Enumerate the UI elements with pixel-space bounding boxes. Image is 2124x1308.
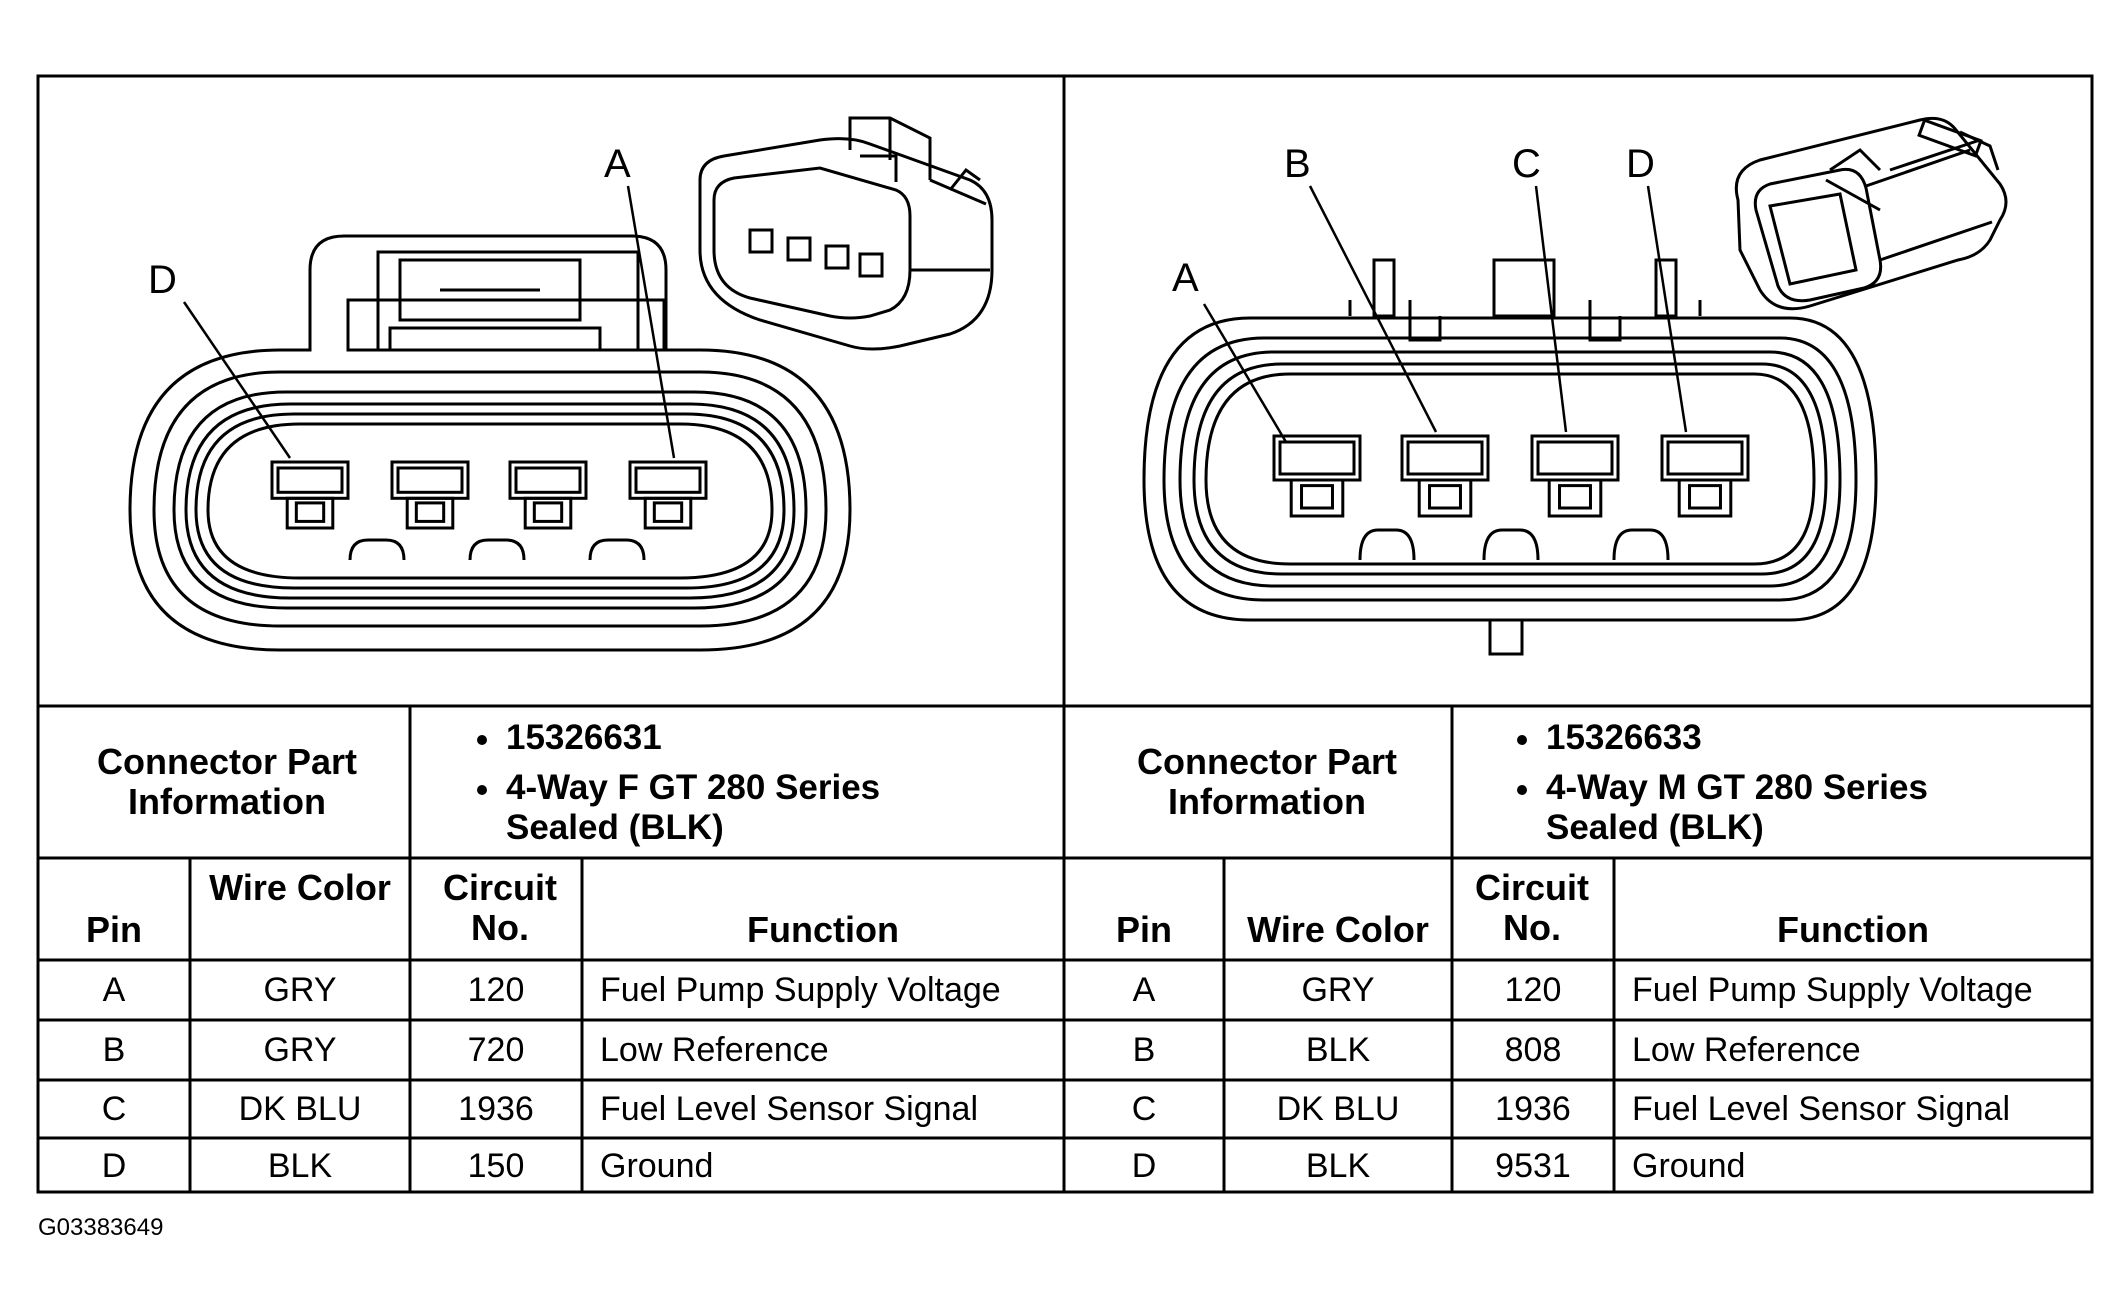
left-header-wire-color: Wire Color (209, 867, 391, 908)
left-row-wire-color: DK BLU (238, 1090, 362, 1128)
right-terminal-cavity (1272, 434, 1362, 518)
left-terminal-cavity (270, 460, 350, 530)
right-connector-drawing (1142, 116, 2008, 656)
right-pin-label-a: A (1172, 256, 1199, 300)
right-header-wire-color: Wire Color (1247, 909, 1429, 950)
right-pin-label-c: C (1512, 142, 1541, 186)
left-row-wire-color: GRY (263, 1031, 337, 1069)
right-header-function: Function (1777, 909, 1929, 950)
left-row-pin: A (102, 971, 126, 1009)
left-header-function: Function (747, 909, 899, 950)
right-row-wire-color: GRY (1301, 971, 1375, 1009)
left-row-circuit: 1936 (458, 1090, 534, 1128)
right-terminal-cavity (1400, 434, 1490, 518)
left-terminal-cavity (628, 460, 708, 530)
left-terminal-cavity (390, 460, 470, 530)
right-row-function: Fuel Pump Supply Voltage (1632, 971, 2033, 1009)
left-connector-drawing (128, 116, 994, 652)
left-row-wire-color: GRY (263, 971, 337, 1009)
right-row-wire-color: DK BLU (1276, 1090, 1400, 1128)
right-row-function: Fuel Level Sensor Signal (1632, 1090, 2011, 1128)
left-row-function: Fuel Pump Supply Voltage (600, 971, 1001, 1009)
left-part-info-label: Connector Part Information (96, 741, 358, 822)
right-row-wire-color: BLK (1305, 1031, 1371, 1069)
right-terminal-cavity (1530, 434, 1620, 518)
right-row-circuit: 9531 (1495, 1147, 1571, 1185)
left-part-description: 4-Way F GT 280 Series Sealed (BLK) (506, 768, 881, 847)
right-row-circuit: 120 (1504, 971, 1562, 1009)
right-header-pin: Pin (1115, 909, 1172, 950)
left-header-circuit: Circuit No. (442, 867, 557, 948)
left-row-circuit: 120 (467, 971, 525, 1009)
left-header-pin: Pin (85, 909, 142, 950)
left-terminal-cavity (508, 460, 588, 530)
right-row-pin: C (1131, 1090, 1157, 1128)
left-row-circuit: 150 (467, 1147, 525, 1185)
right-row-function: Ground (1632, 1147, 1746, 1185)
left-row-pin: C (101, 1090, 127, 1128)
left-row-circuit: 720 (467, 1031, 525, 1069)
right-pin-label-d: D (1626, 142, 1655, 186)
right-row-pin: B (1132, 1031, 1156, 1069)
left-row-wire-color: BLK (267, 1147, 333, 1185)
right-header-circuit: Circuit No. (1474, 867, 1589, 948)
right-row-function: Low Reference (1632, 1031, 1861, 1069)
right-terminal-cavity (1660, 434, 1750, 518)
figure-id: G03383649 (38, 1214, 164, 1241)
right-part-number: 15326633 (1546, 718, 1702, 757)
right-row-pin: D (1131, 1147, 1157, 1185)
left-row-pin: D (101, 1147, 127, 1185)
left-row-function: Ground (600, 1147, 714, 1185)
left-part-number: 15326631 (506, 718, 662, 757)
right-row-wire-color: BLK (1305, 1147, 1371, 1185)
right-row-pin: A (1132, 971, 1156, 1009)
right-pin-label-b: B (1284, 142, 1311, 186)
left-pin-label-d: D (148, 258, 177, 302)
right-row-circuit: 1936 (1495, 1090, 1571, 1128)
left-row-function: Fuel Level Sensor Signal (600, 1090, 979, 1128)
left-row-pin: B (102, 1031, 126, 1069)
left-pin-label-a: A (604, 142, 631, 186)
left-row-function: Low Reference (600, 1031, 829, 1069)
right-part-info-label: Connector Part Information (1136, 741, 1398, 822)
right-part-description: 4-Way M GT 280 Series Sealed (BLK) (1546, 768, 1928, 847)
right-row-circuit: 808 (1504, 1031, 1562, 1069)
